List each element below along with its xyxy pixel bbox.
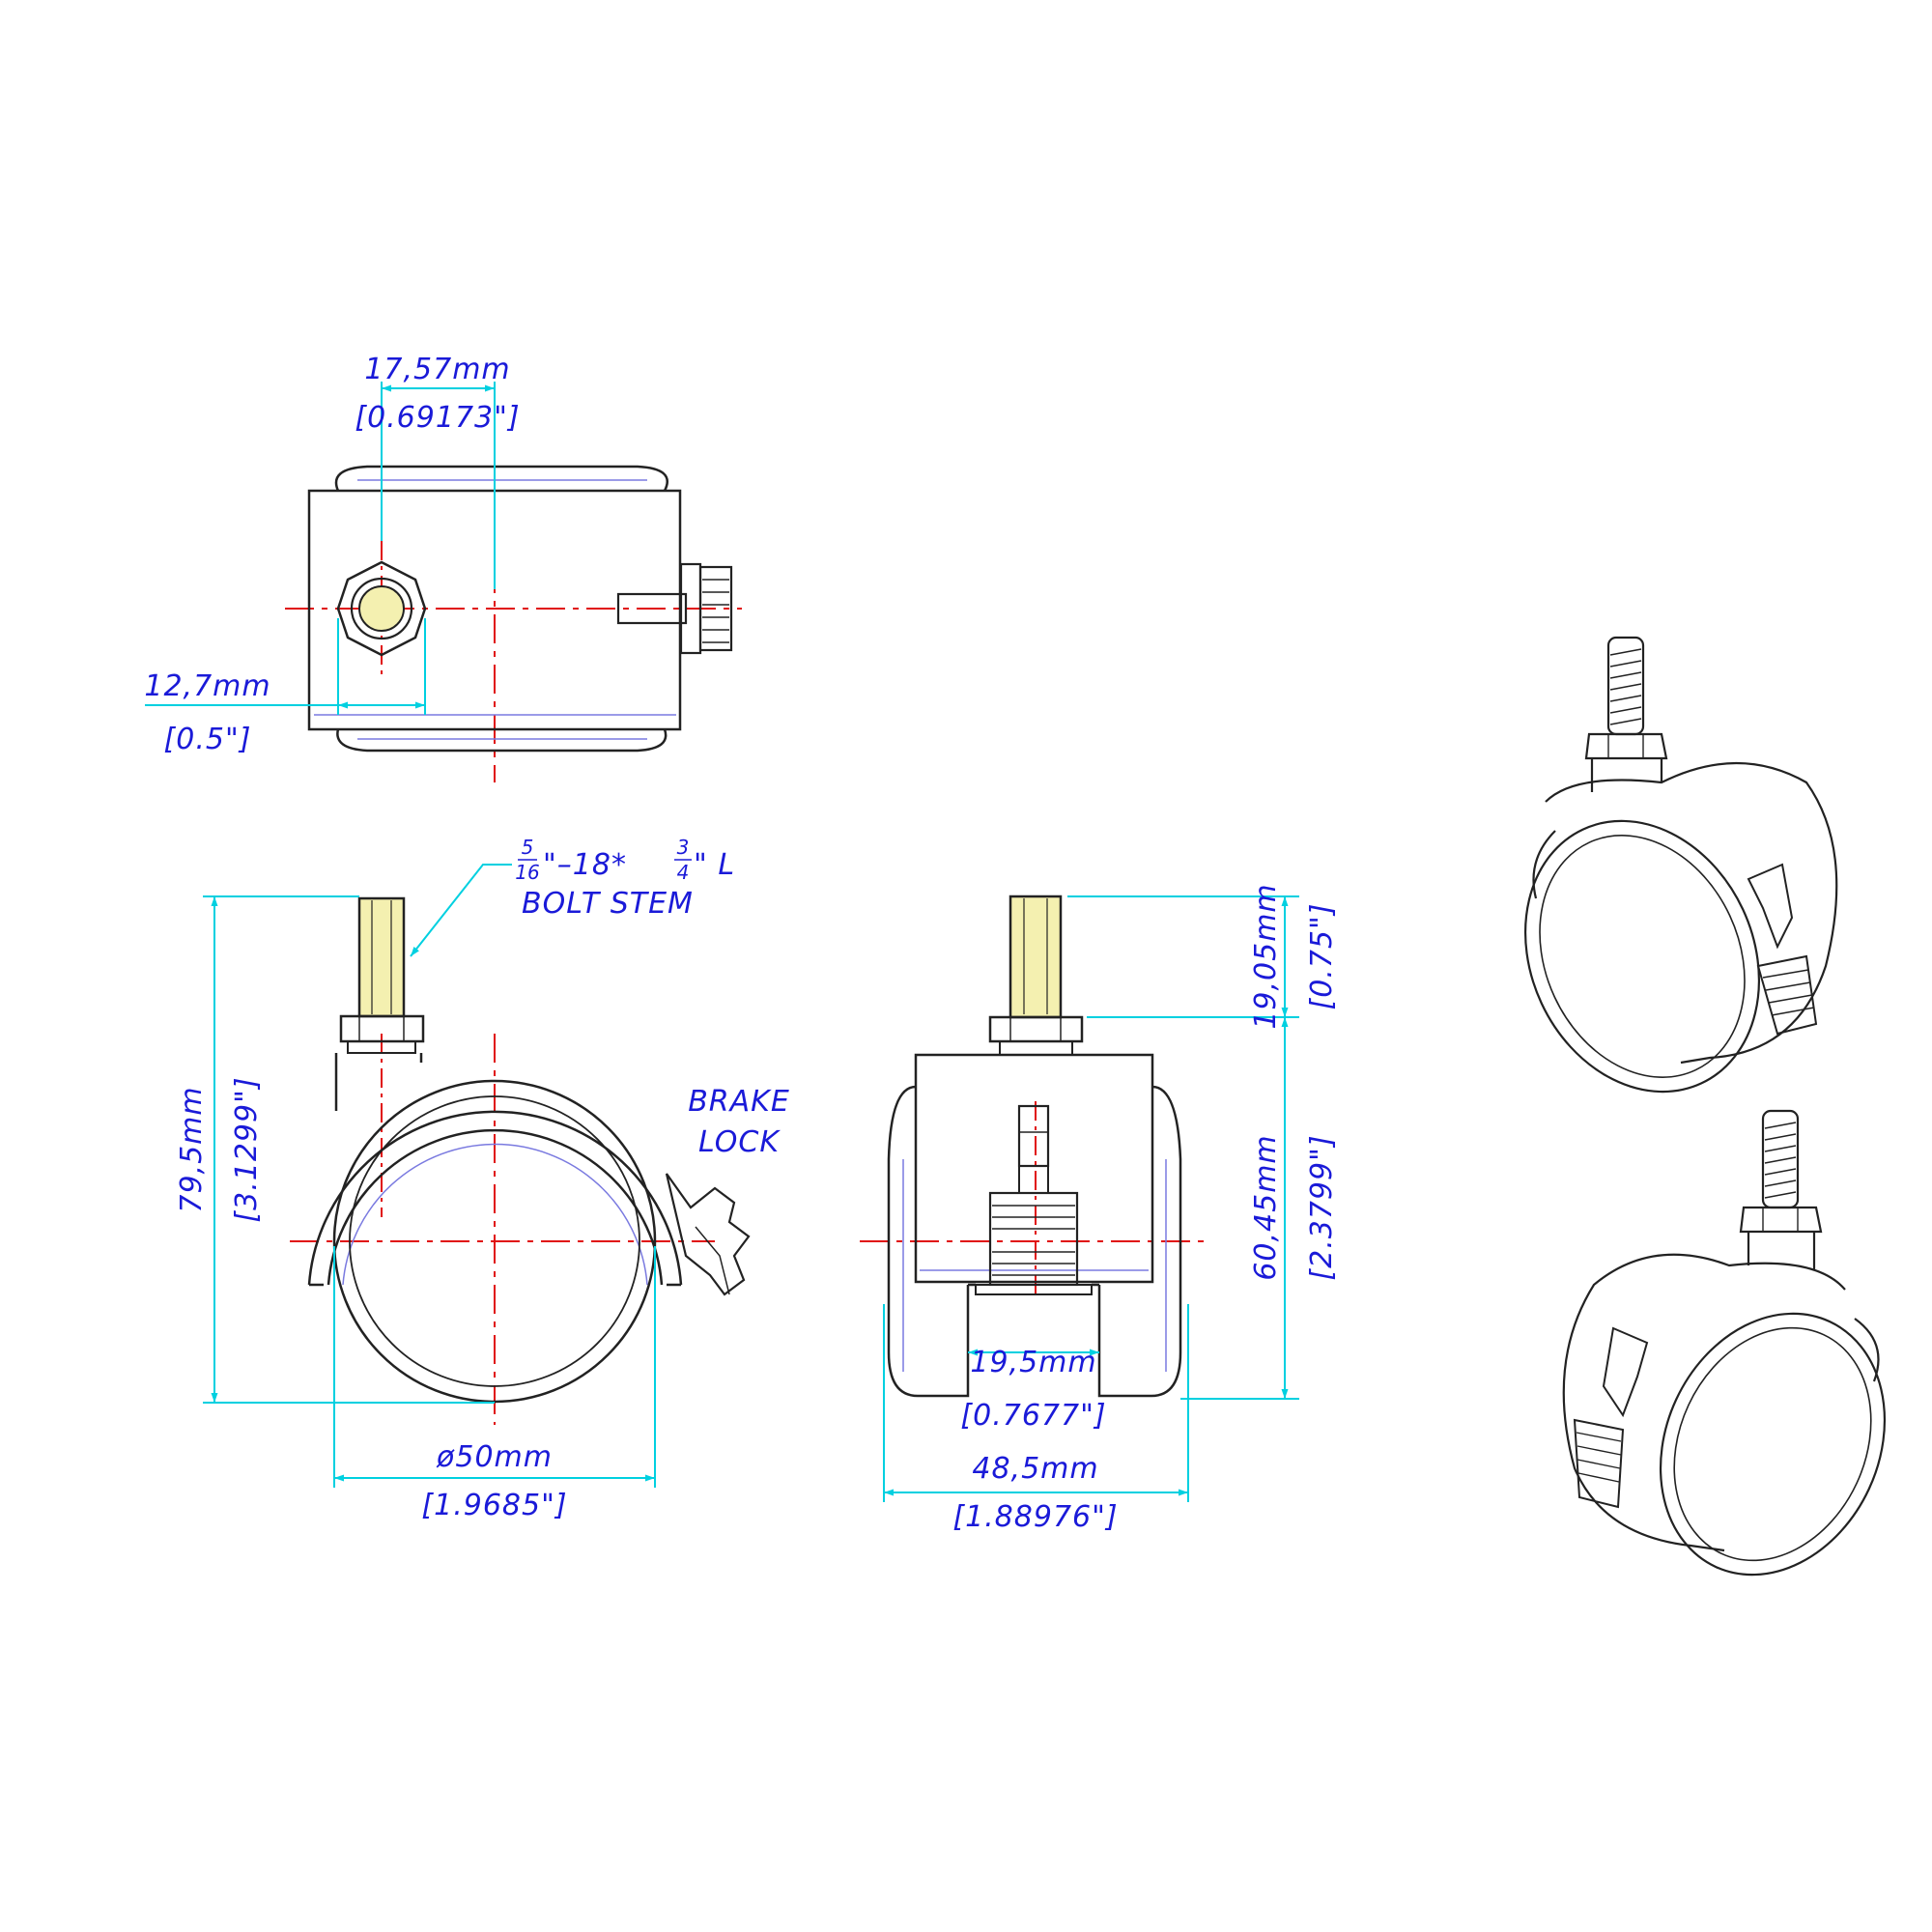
bolt-note-den1: 16 — [515, 861, 539, 884]
dim-diameter-mm: ø50mm — [436, 1440, 553, 1474]
hex-nut — [988, 1015, 1084, 1043]
wheel-right — [1097, 1085, 1182, 1398]
dim-hole-mm: 17,57mm — [364, 353, 510, 386]
dim-stem-mm: 19,05mm — [1249, 883, 1283, 1029]
front-view: 19,05mm [0.75"] 60,45mm [2.3799"] 19,5mm… — [860, 883, 1339, 1534]
bolt-note-num2: 3 — [677, 836, 690, 859]
brake-arm — [616, 592, 688, 625]
bolt-note-tail: " L — [694, 848, 735, 882]
dim-gap-inch: [0.7677"] — [960, 1399, 1106, 1433]
dim-body-inch: [2.3799"] — [1305, 1134, 1339, 1280]
dim-width-mm: 48,5mm — [972, 1452, 1098, 1486]
side-view: 5 16 "–18* 3 4 " L BOLT STEM BRAKE LOCK … — [175, 836, 790, 1522]
dim-height-inch: [3.1299"] — [230, 1076, 264, 1222]
hood-outer — [307, 1110, 683, 1286]
caster-iso-icon — [1562, 1109, 1887, 1577]
bolt-note-num1: 5 — [522, 836, 534, 859]
brake-knob-ribs — [975, 1191, 1093, 1295]
bottom-cap — [336, 728, 668, 753]
bolt-note-den2: 4 — [677, 861, 690, 884]
brake-arm — [1017, 1104, 1050, 1168]
bolt-note: 5 16 "–18* 3 4 " L BOLT STEM — [410, 836, 735, 957]
washer — [347, 1040, 416, 1054]
hex-nut — [336, 560, 427, 657]
brake-lever — [665, 1173, 751, 1296]
hole-outer — [350, 577, 413, 640]
brake-label-line2: LOCK — [698, 1125, 781, 1159]
dim-stem-inch: [0.75"] — [1305, 902, 1339, 1009]
dim-hex-inch: [0.5"] — [164, 723, 252, 756]
washer — [999, 1040, 1073, 1056]
bolt-stem — [357, 896, 406, 1018]
dim-height-mm: 79,5mm — [175, 1086, 209, 1212]
wheel-inner — [349, 1095, 640, 1387]
dim-body-mm: 60,45mm — [1249, 1134, 1283, 1280]
bolt-note-leader — [410, 864, 512, 957]
wheel-left — [887, 1085, 970, 1398]
dim-width-inch: [1.88976"] — [952, 1500, 1118, 1534]
dim-gap-mm: 19,5mm — [970, 1346, 1096, 1379]
caster-iso-icon — [1523, 636, 1838, 1094]
hood-inner — [327, 1128, 664, 1286]
dim-hole-inch: [0.69173"] — [355, 401, 520, 435]
hood-hidden — [342, 1143, 648, 1286]
stem-hole — [358, 585, 405, 632]
top-view: 17,57mm [0.69173"] 12,7mm [0.5"] — [144, 353, 742, 782]
bolt-note-line2: BOLT STEM — [522, 887, 694, 921]
brake-knob-ribs — [698, 565, 733, 652]
top-cap — [334, 465, 668, 492]
dim-hex-mm: 12,7mm — [144, 669, 270, 703]
housing-outline — [914, 1053, 1154, 1284]
bolt-note-mid: "–18* — [543, 848, 627, 882]
brake-label-line1: BRAKE — [688, 1085, 790, 1119]
dim-diameter-inch: [1.9685"] — [421, 1489, 567, 1522]
bolt-stem — [1009, 895, 1063, 1019]
